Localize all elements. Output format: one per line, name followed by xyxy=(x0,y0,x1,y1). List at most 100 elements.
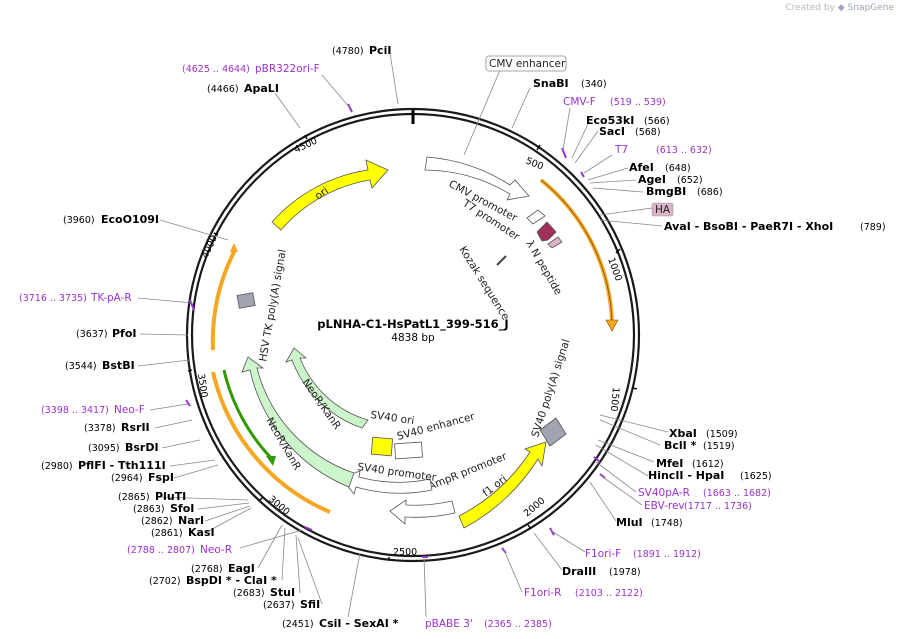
enzyme-draiii-pos: (1978) xyxy=(609,567,641,578)
enzyme-eagi-pos: (2768) xyxy=(191,564,223,575)
ha-box xyxy=(651,202,674,217)
enzyme-ava-group: AvaI - BsoBI - PaeR7I - XhoI xyxy=(664,220,833,233)
enzyme-nari: NarI xyxy=(178,514,204,527)
enzyme-bcli: BclI * xyxy=(664,439,697,452)
hsv-tk-polya-feature[interactable] xyxy=(236,292,256,309)
enzyme-csii-pos: (2451) xyxy=(282,619,314,630)
enzyme-sfoi: SfoI xyxy=(170,502,194,515)
ori-feature[interactable] xyxy=(271,159,389,231)
enzyme-pluti: PluTI xyxy=(155,490,186,503)
lambda-n-peptide-label: λ N peptide xyxy=(523,239,564,298)
enzyme-fspi-pos: (2964) xyxy=(111,473,143,484)
enzyme-apali-pos: (4466) xyxy=(207,84,239,95)
primer-neo-f-pos: (3398 .. 3417) xyxy=(41,405,109,416)
enzyme-draiii: DraIII xyxy=(562,565,596,578)
enzyme-apali: ApaLI xyxy=(244,82,279,95)
primer-pbabe3: pBABE 3' xyxy=(425,618,473,630)
left-orf-arc-1[interactable] xyxy=(210,249,237,351)
primer-neo-r: Neo-R xyxy=(200,544,232,556)
enzyme-csii: CsiI - SexAI * xyxy=(319,617,399,630)
hspatl1-orf-core xyxy=(540,179,613,324)
ha-label: HA xyxy=(655,204,671,216)
enzyme-bspdi: BspDI * - ClaI * xyxy=(186,574,277,587)
t7-promoter-feature[interactable] xyxy=(526,209,546,225)
enzyme-agei: AgeI xyxy=(638,173,666,186)
enzyme-snabi: SnaBI xyxy=(533,77,569,90)
leader-lines xyxy=(137,52,669,618)
neor-kanr-inner-feature[interactable] xyxy=(241,356,355,488)
enzyme-pflfi-pos: (2980) xyxy=(41,461,73,472)
primer-pbr322ori-f: pBR322ori-F xyxy=(255,63,320,75)
enzyme-agei-pos: (652) xyxy=(677,175,703,186)
plasmid-name: pLNHA-C1-HsPatL1_399-516_J xyxy=(317,317,508,332)
watermark-brand: SnapGene xyxy=(847,3,894,13)
snapgene-logo-icon: ◆ xyxy=(837,3,845,13)
primer-neo-r-pos: (2788 .. 2807) xyxy=(127,545,195,556)
primer-t7: T7 xyxy=(614,144,628,156)
primer-f1ori-r-pos: (2103 .. 2122) xyxy=(575,588,643,599)
tick-500: 500 xyxy=(524,156,545,173)
kozak-feature xyxy=(496,255,507,266)
enzyme-bsrdi-pos: (3095) xyxy=(88,443,120,454)
tick-4000: 4000 xyxy=(200,234,220,261)
ha-tag-feature[interactable] xyxy=(547,236,563,249)
sv40-enhancer-feature[interactable] xyxy=(394,441,423,460)
primer-f1ori-f-pos: (1891 .. 1912) xyxy=(633,549,701,560)
primer-cmv-f: CMV-F xyxy=(563,96,596,108)
enzyme-bmgbi: BmgBI xyxy=(646,185,686,198)
left-orf-arc-2[interactable] xyxy=(211,371,331,514)
tick-1500: 1500 xyxy=(608,387,621,412)
primer-tk-pa-r: TK-pA-R xyxy=(90,292,132,304)
hsv-tk-polya-label: HSV TK poly(A) signal xyxy=(257,248,289,362)
enzyme-saci-pos: (568) xyxy=(635,127,661,138)
primer-f1ori-r: F1ori-R xyxy=(524,587,561,599)
enzyme-rsrii-pos: (3378) xyxy=(84,423,116,434)
lambda-n-peptide-feature[interactable] xyxy=(536,221,557,242)
cmv-promoter-feature[interactable] xyxy=(424,156,530,201)
enzyme-pcii-pos: (4780) xyxy=(332,46,364,57)
primer-neo-f: Neo-F xyxy=(114,404,145,416)
sv40-ori-label: SV40 ori xyxy=(370,409,415,427)
f1-ori-feature[interactable] xyxy=(458,441,547,529)
enzyme-snabi-pos: (340) xyxy=(581,79,607,90)
enzyme-sfii: SfiI xyxy=(300,598,320,611)
neor-orf-arc[interactable] xyxy=(222,369,275,462)
enzyme-ecoo109i-pos: (3960) xyxy=(63,215,95,226)
tick-3000: 3000 xyxy=(266,494,292,518)
neor-kanr-feature[interactable] xyxy=(285,347,369,429)
enzyme-sfoi-pos: (2863) xyxy=(133,504,165,515)
enzyme-eco53ki: Eco53kI xyxy=(586,114,634,127)
tick-4500: 4500 xyxy=(293,136,320,156)
enzyme-mlui: MluI xyxy=(616,516,643,529)
tick-2500: 2500 xyxy=(393,547,417,558)
neor-orf-arrow xyxy=(266,456,276,466)
enzyme-rsrii: RsrII xyxy=(121,421,150,434)
enzyme-afei-pos: (648) xyxy=(665,163,691,174)
cmv-enhancer-box xyxy=(485,55,567,72)
enzyme-sfii-pos: (2637) xyxy=(263,600,295,611)
enzyme-bstbi: BstBI xyxy=(102,359,135,372)
enzyme-mfei: MfeI xyxy=(656,457,683,470)
enzyme-bspdi-pos: (2702) xyxy=(149,576,181,587)
ruler-ticks xyxy=(187,134,638,560)
primer-ebv-rev: EBV-rev xyxy=(644,500,685,512)
enzyme-pluti-pos: (2865) xyxy=(118,492,150,503)
enzyme-bsrdi: BsrDI xyxy=(125,441,159,454)
kozak-sequence-label: Kozak sequence xyxy=(456,244,511,322)
sv40-polya-feature[interactable] xyxy=(539,417,567,447)
enzyme-hincii: HincII - HpaI xyxy=(648,469,724,482)
hspatl1-orf-feature[interactable] xyxy=(539,178,614,324)
enzyme-fspi: FspI xyxy=(148,471,174,484)
primer-f1ori-f: F1ori-F xyxy=(585,548,621,560)
enzyme-pfoi-pos: (3637) xyxy=(76,329,108,340)
enzyme-kasi-pos: (2861) xyxy=(151,528,183,539)
ampr-promoter-feature[interactable] xyxy=(389,499,456,525)
sv40-ori-feature[interactable] xyxy=(370,436,394,457)
tick-3500: 3500 xyxy=(195,373,209,398)
enzyme-xbai: XbaI xyxy=(669,427,697,440)
enzyme-eagi: EagI xyxy=(228,562,255,575)
neor-kanr-label: NeoR/KanR xyxy=(300,377,343,432)
primer-sv40pa-r: SV40pA-R xyxy=(638,487,690,499)
cmv-enhancer-label: CMV enhancer xyxy=(489,58,566,70)
